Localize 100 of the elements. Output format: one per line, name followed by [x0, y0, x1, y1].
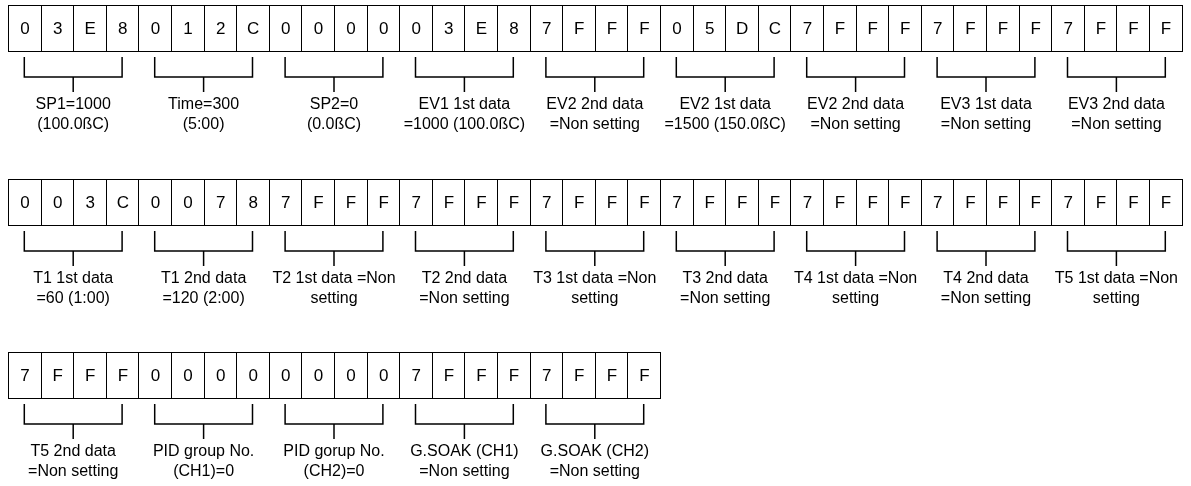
hex-digit-cell: F — [431, 179, 466, 226]
hex-digit-cell: F — [1116, 179, 1151, 226]
field-description: PID group No. (CH1)=0 — [151, 441, 256, 481]
field-description: EV1 1st data =1000 (100.0ßC) — [402, 94, 527, 134]
hex-digit-cell: E — [464, 5, 499, 52]
field-description: T4 2nd data =Non setting — [939, 268, 1033, 308]
hex-digit-cell: 7 — [399, 352, 434, 399]
field-description: EV2 2nd data =Non setting — [545, 94, 645, 134]
field-description: T1 2nd data =120 (2:00) — [159, 268, 248, 308]
field-description: EV3 2nd data =Non setting — [1066, 94, 1166, 134]
hex-digit-cell: D — [725, 5, 760, 52]
field-description: Time=300 (5:00) — [167, 94, 241, 134]
field-description: EV2 2nd data =Non setting — [806, 94, 906, 134]
hex-digit-cell: 7 — [790, 179, 825, 226]
hex-digit-cell: 7 — [529, 352, 564, 399]
hex-digit-cell: 7 — [529, 179, 564, 226]
hex-digit-cell: 7 — [920, 179, 955, 226]
hex-digit-cell: 0 — [660, 5, 695, 52]
hex-digit-cell: 7 — [8, 352, 43, 399]
hex-digit-cell: 0 — [301, 5, 336, 52]
hex-digit-cell: F — [725, 179, 760, 226]
field-description: T2 2nd data =Non setting — [418, 268, 511, 308]
field-description: T3 2nd data =Non setting — [679, 268, 772, 308]
hex-digit-cell: F — [594, 179, 629, 226]
hex-digit-cell: 7 — [203, 179, 238, 226]
hex-digit-cell: 7 — [660, 179, 695, 226]
field-description: SP2=0 (0.0ßC) — [305, 94, 363, 134]
hex-digit-cell: F — [73, 352, 108, 399]
hex-digit-cell: F — [1149, 179, 1184, 226]
hex-digit-cell: 0 — [171, 179, 206, 226]
hex-digit-cell: F — [562, 5, 597, 52]
hex-digit-cell: 0 — [138, 179, 173, 226]
hex-digit-cell: F — [562, 352, 597, 399]
hex-digit-cell: 7 — [1051, 5, 1086, 52]
hex-digit-cell: 7 — [790, 5, 825, 52]
hex-digit-cell: F — [464, 179, 499, 226]
hex-digit-cell: 3 — [431, 5, 466, 52]
hex-digit-cell: 0 — [268, 5, 303, 52]
hex-digit-cell: 3 — [40, 5, 75, 52]
hex-digit-cell: F — [40, 352, 75, 399]
field-description: T5 2nd data =Non setting — [27, 441, 120, 481]
hex-digit-cell: 0 — [399, 5, 434, 52]
hex-digit-cell: F — [1018, 5, 1053, 52]
field-description: SP1=1000 (100.0ßC) — [34, 94, 112, 134]
hex-digit-cell: 0 — [138, 352, 173, 399]
hex-digit-cell: F — [888, 179, 923, 226]
hex-digit-cell: F — [953, 179, 988, 226]
hex-digit-cell: F — [823, 179, 858, 226]
hex-digit-cell: F — [692, 179, 727, 226]
hex-digit-cell: C — [757, 5, 792, 52]
hex-digit-cell: 0 — [334, 352, 369, 399]
hex-digit-cell: 0 — [236, 352, 271, 399]
field-description: EV2 1st data =1500 (150.0ßC) — [663, 94, 787, 134]
hex-digit-cell: 2 — [203, 5, 238, 52]
hex-digit-cell: F — [953, 5, 988, 52]
hex-digit-cell: F — [855, 5, 890, 52]
hex-digit-cell: 0 — [366, 5, 401, 52]
hex-digit-cell: F — [497, 179, 532, 226]
hex-digit-cell: 0 — [8, 5, 43, 52]
hex-digit-cell: 8 — [236, 179, 271, 226]
hex-digit-cell: 0 — [40, 179, 75, 226]
field-description: T1 1st data =60 (1:00) — [32, 268, 115, 308]
hex-digit-cell: 5 — [692, 5, 727, 52]
hex-digit-cell: F — [594, 5, 629, 52]
hex-digit-cell: E — [73, 5, 108, 52]
hex-digit-cell: F — [464, 352, 499, 399]
hex-digit-cell: F — [888, 5, 923, 52]
hex-digit-cell: 7 — [529, 5, 564, 52]
hex-digit-cell: F — [627, 5, 662, 52]
hex-digit-cell: 7 — [399, 179, 434, 226]
hex-digit-cell: F — [562, 179, 597, 226]
hex-digit-cell: F — [1116, 5, 1151, 52]
field-description: PID gorup No. (CH2)=0 — [282, 441, 386, 481]
hex-digit-cell: 1 — [171, 5, 206, 52]
hex-digit-cell: F — [334, 179, 369, 226]
hex-digit-cell: 0 — [203, 352, 238, 399]
hex-digit-cell: 7 — [268, 179, 303, 226]
hex-digit-cell: F — [366, 179, 401, 226]
hex-digit-cell: 0 — [366, 352, 401, 399]
hex-digit-cell: F — [1083, 5, 1118, 52]
hex-digit-cell: F — [627, 352, 662, 399]
hex-digit-cell: 8 — [497, 5, 532, 52]
hex-digit-cell: 3 — [73, 179, 108, 226]
hex-digit-cell: F — [1083, 179, 1118, 226]
hex-digit-cell: F — [823, 5, 858, 52]
hex-digit-cell: 0 — [268, 352, 303, 399]
hex-digit-cell: 0 — [171, 352, 206, 399]
field-description: G.SOAK (CH2) =Non setting — [539, 441, 651, 481]
hex-digit-cell: C — [105, 179, 140, 226]
hex-digit-cell: F — [301, 179, 336, 226]
hex-digit-cell: 7 — [1051, 179, 1086, 226]
hex-digit-cell: C — [236, 5, 271, 52]
hex-digit-cell: F — [986, 179, 1021, 226]
hex-digit-cell: F — [1018, 179, 1053, 226]
hex-digit-cell: F — [855, 179, 890, 226]
hex-digit-cell: F — [627, 179, 662, 226]
hex-digit-cell: F — [105, 352, 140, 399]
hex-digit-cell: 7 — [920, 5, 955, 52]
hex-digit-cell: 0 — [138, 5, 173, 52]
field-description: T2 1st data =Non setting — [271, 268, 397, 308]
